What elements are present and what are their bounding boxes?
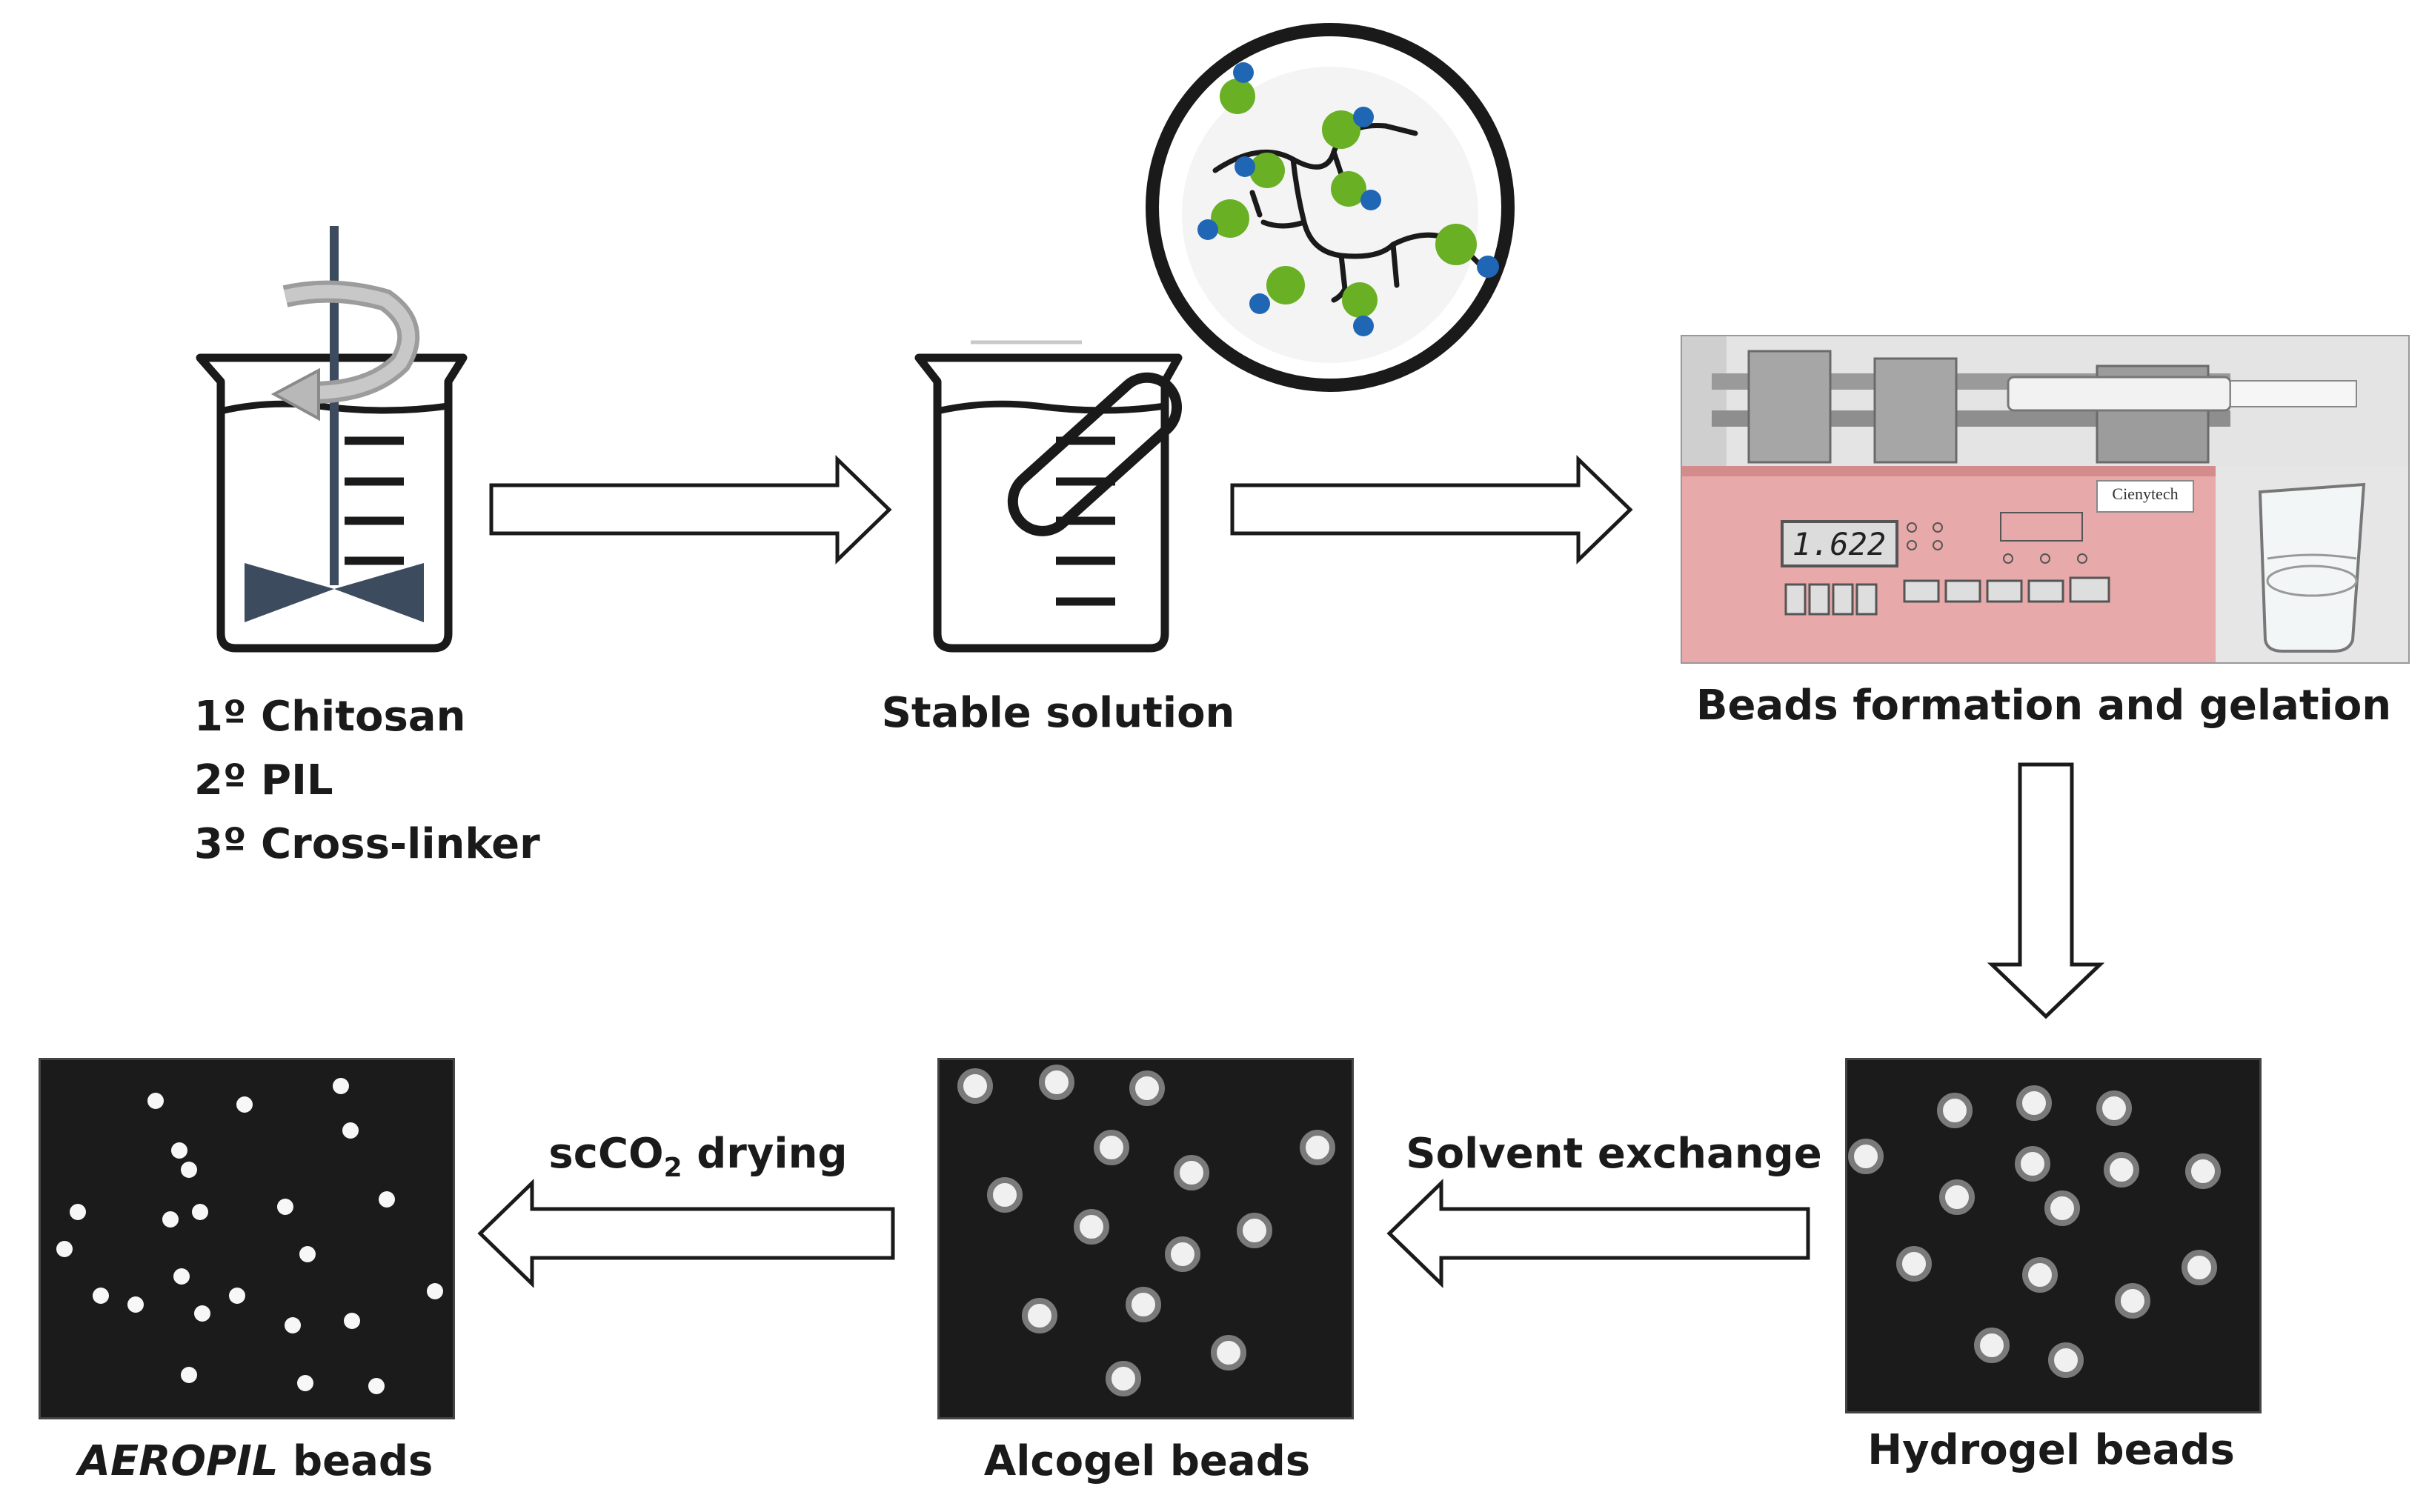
alcogel-beads-photo <box>937 1058 1354 1419</box>
stable-solution-label: Stable solution <box>881 689 1235 737</box>
scco2-prefix: scCO <box>548 1130 664 1178</box>
ingredients-list: 1º Chitosan 2º PIL 3º Cross-linker <box>194 685 540 876</box>
solvent-exchange-label: Solvent exchange <box>1406 1130 1822 1178</box>
ingredient-3: 3º Cross-linker <box>194 820 540 868</box>
beads-formation-label: Beads formation and gelation <box>1695 682 2392 730</box>
scco2-subscript: 2 <box>663 1153 682 1184</box>
syringe-pump-photo: 1.622 Cienytech <box>1681 335 2410 664</box>
scco2-suffix: drying <box>682 1130 848 1178</box>
scco2-drying-label: scCO2 drying <box>548 1130 847 1183</box>
alcogel-beads-label: Alcogel beads <box>983 1437 1311 1485</box>
aeropil-beads-suffix: beads <box>278 1437 433 1485</box>
aeropil-beads-label: AEROPIL beads <box>79 1437 433 1485</box>
hydrogel-beads-label: Hydrogel beads <box>1867 1426 2235 1474</box>
aeropil-beads-photo <box>39 1058 455 1419</box>
pump-brand-label: Cienytech <box>2112 484 2179 503</box>
aeropil-name: AEROPIL <box>78 1437 279 1485</box>
ingredient-1: 1º Chitosan <box>194 693 466 741</box>
hydrogel-beads-photo <box>1845 1058 2262 1413</box>
pump-display-readout: 1.622 <box>1792 526 1887 562</box>
ingredient-2: 2º PIL <box>194 756 333 805</box>
